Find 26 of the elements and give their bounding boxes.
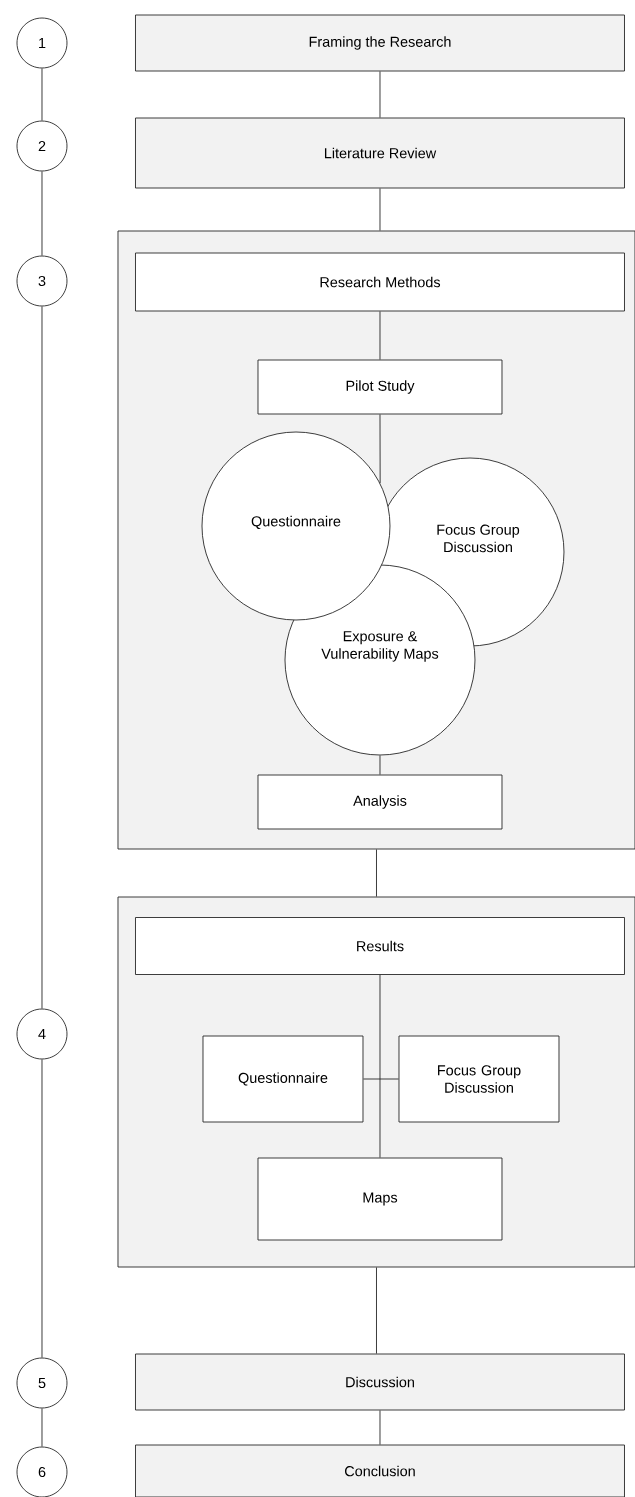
step-box: Analysis bbox=[257, 774, 503, 830]
connector-line bbox=[41, 306, 43, 1009]
connector-line bbox=[379, 755, 381, 775]
connector-line bbox=[379, 71, 381, 118]
step-box: Conclusion bbox=[135, 1444, 625, 1497]
step-box: Maps bbox=[257, 1157, 503, 1241]
connector-line bbox=[41, 1059, 43, 1358]
connector-line bbox=[379, 1410, 381, 1445]
step-box: Results bbox=[135, 917, 625, 975]
step-box: Questionnaire bbox=[202, 1035, 364, 1123]
step-box: Focus Group Discussion bbox=[398, 1035, 560, 1123]
connector-line bbox=[379, 311, 381, 360]
connector-line bbox=[379, 974, 381, 1158]
connector-line bbox=[363, 1078, 399, 1080]
connector-line bbox=[41, 68, 43, 121]
connector-line bbox=[41, 171, 43, 256]
step-box: Pilot Study bbox=[257, 359, 503, 415]
connector-line bbox=[379, 414, 381, 484]
connector-line bbox=[376, 1267, 377, 1354]
connector-line bbox=[379, 188, 381, 231]
step-box: Framing the Research bbox=[135, 14, 625, 72]
connector-line bbox=[41, 1408, 43, 1447]
step-box: Literature Review bbox=[135, 117, 625, 189]
step-box: Research Methods bbox=[135, 252, 625, 312]
connector-line bbox=[376, 849, 377, 897]
step-box: Discussion bbox=[135, 1353, 625, 1411]
